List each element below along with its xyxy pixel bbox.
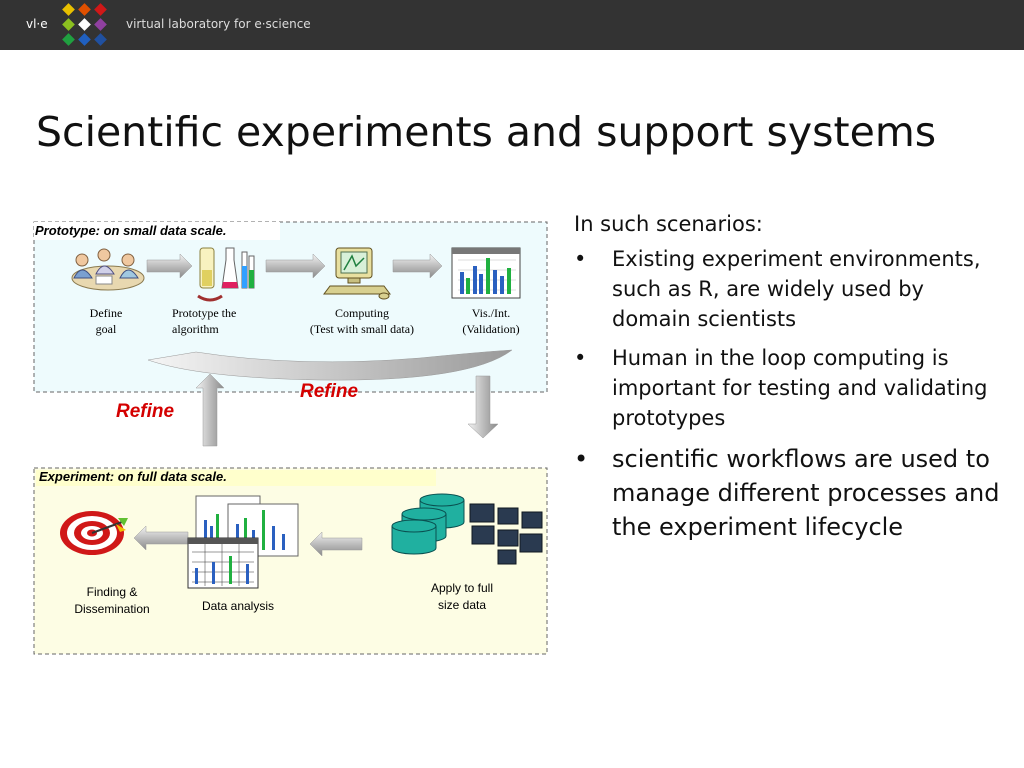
- exp-label-apply-full: Apply to full size data: [430, 581, 494, 612]
- prototype-label-bg: [34, 222, 280, 240]
- experiment-frame: [33, 467, 548, 655]
- brand-short: vl·e: [26, 17, 48, 31]
- bullet-list: • Existing experiment environments, such …: [574, 244, 1004, 544]
- target-icon: [60, 511, 128, 555]
- database-cylinders-icon: [391, 493, 465, 555]
- header-bar: vl·e virtual laboratory for e·science: [0, 0, 1024, 50]
- vle-logo-icon: [62, 3, 107, 46]
- experiment-frame-label: Experiment: on full data scale.: [39, 469, 227, 484]
- bullet-dot: •: [574, 247, 587, 271]
- computer-icon: [323, 247, 391, 300]
- bullet-text: scientific workflows are used to manage …: [612, 445, 1000, 541]
- bullet-item: • Existing experiment environments, such …: [574, 244, 1004, 334]
- arrow-prototype-to-computing: [265, 253, 326, 279]
- step-label-vis: Vis./Int. (Validation): [462, 306, 520, 336]
- data-analysis-charts-icon: [187, 495, 299, 589]
- bullet-text: Existing experiment environments, such a…: [612, 247, 981, 331]
- bullet-dot: •: [574, 445, 589, 473]
- bullet-item: • Human in the loop computing is importan…: [574, 343, 1004, 433]
- refine-curve-arrow: [147, 349, 513, 381]
- down-arrow-to-experiment: [467, 375, 499, 439]
- brand-long: virtual laboratory for e·science: [126, 17, 311, 31]
- diagram-canvas: [33, 221, 548, 655]
- intro-text: In such scenarios:: [574, 212, 763, 236]
- exp-label-data-analysis: Data analysis: [201, 599, 275, 613]
- refine-up-arrow: [195, 373, 225, 447]
- exp-label-finding: Finding & Dissemination: [74, 585, 150, 616]
- bullet-panel: In such scenarios: • Existing experiment …: [574, 212, 1004, 553]
- prototype-frame-label: Prototype: on small data scale.: [35, 223, 227, 238]
- bullet-text: Human in the loop computing is important…: [612, 346, 988, 430]
- step-label-computing: Computing (Test with small data): [309, 306, 415, 336]
- bullet-item: • scientific workflows are used to manage…: [574, 442, 1004, 544]
- arrow-analysis-to-finding: [133, 525, 189, 551]
- refine-label-top: Refine: [300, 381, 359, 402]
- bullet-dot: •: [574, 346, 587, 370]
- step-label-define-goal: Define goal: [89, 306, 123, 336]
- step-label-prototype: Prototype the algorithm: [172, 306, 237, 336]
- server-cluster-icon: [469, 503, 543, 565]
- slide-title: Scientific experiments and support syste…: [36, 108, 937, 156]
- visualization-chart-icon: [451, 247, 521, 299]
- lab-glassware-icon: [197, 247, 255, 302]
- arrow-computing-to-vis: [392, 253, 443, 279]
- experiment-label-bg: [36, 470, 436, 486]
- arrow-define-to-prototype: [146, 253, 193, 279]
- arrow-data-to-analysis: [309, 531, 363, 557]
- define-goal-icon: [71, 248, 145, 291]
- refine-label-left: Refine: [116, 401, 175, 422]
